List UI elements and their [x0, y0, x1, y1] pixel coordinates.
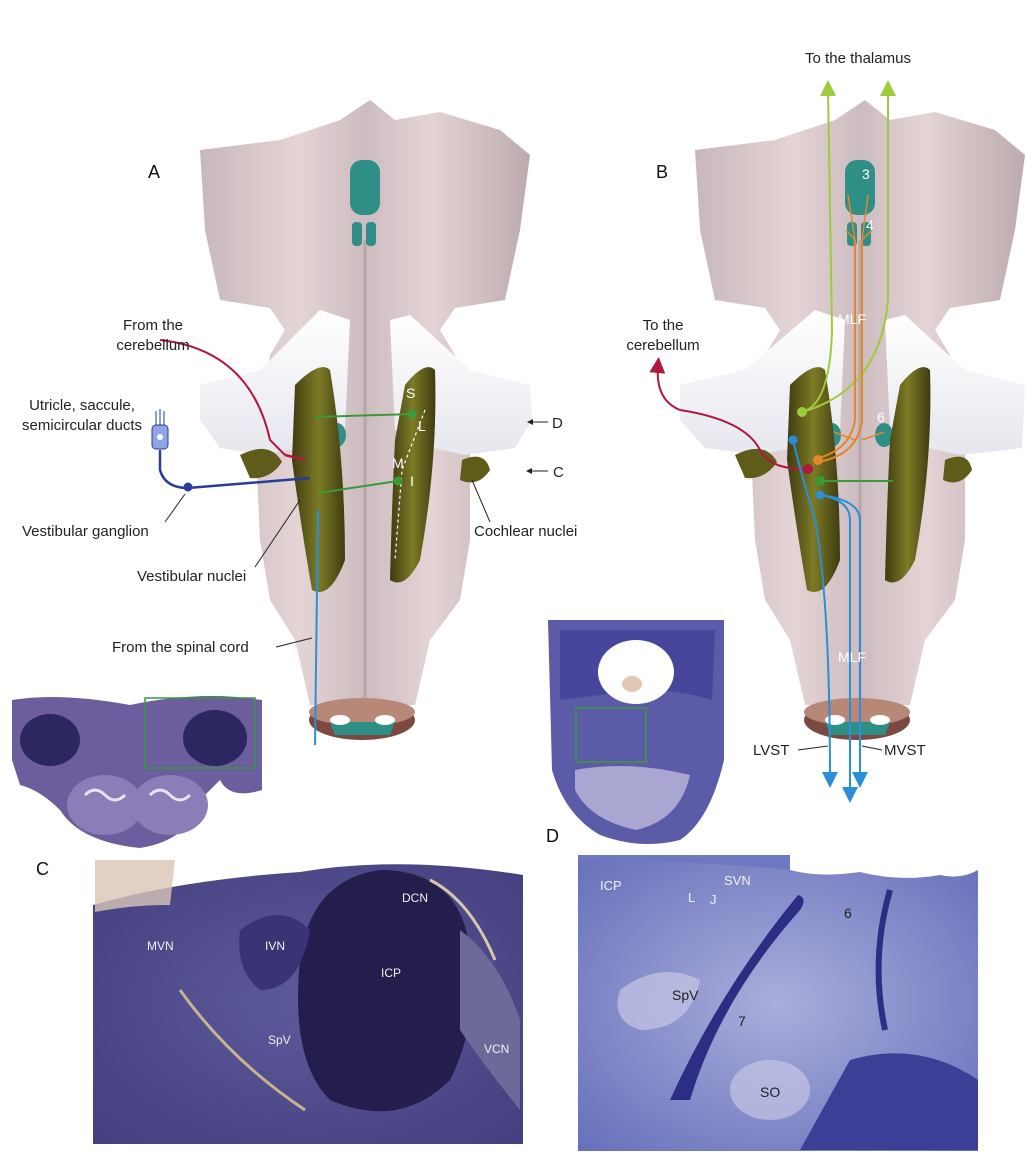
panel-a-brainstem-diagram: A From the cerebellum Utricle, saccule, …: [22, 100, 577, 746]
mlf-lower-label: MLF: [838, 649, 866, 665]
region-box-d: [575, 707, 647, 763]
region-box-c: [144, 697, 256, 769]
vestibular-nucleus-left-a: [292, 367, 345, 592]
section-thumbnail-d: [548, 620, 724, 844]
mvst-label: MVST: [884, 742, 926, 759]
to-cerebellum-label-2: cerebellum: [626, 337, 699, 354]
nucleus-i-label: I: [410, 473, 414, 489]
cn4-label: 4: [866, 217, 874, 233]
vestibular-nuclei-label: Vestibular nuclei: [137, 568, 246, 585]
from-cerebellum-label-2: cerebellum: [116, 337, 189, 354]
vestibular-ganglion-label: Vestibular ganglion: [22, 523, 149, 540]
cn3-label: 3: [862, 166, 870, 182]
cochlear-nucleus-right-a: [460, 456, 490, 483]
micrograph-c: DCN MVN IVN ICP SpV VCN C: [36, 858, 523, 1144]
vestibular-nucleus-right-b: [885, 367, 931, 583]
lvst-label: LVST: [753, 742, 789, 759]
cochlear-nucleus-left-a: [240, 448, 282, 479]
nucleus-s-label: S: [406, 385, 415, 401]
ivn-label: IVN: [265, 939, 285, 953]
panel-label-d: D: [546, 826, 559, 846]
hair-cell-receptor-icon: [151, 409, 169, 450]
panel-label-b: B: [656, 162, 668, 182]
n6-label: 6: [844, 905, 852, 921]
nucleus-l-label: L: [418, 418, 426, 434]
from-spinal-cord-label: From the spinal cord: [112, 639, 249, 656]
panel-label-a: A: [148, 162, 160, 182]
section-c-marker-label: C: [553, 464, 564, 481]
vestibular-nucleus-right-a: [390, 367, 436, 583]
so-label: SO: [760, 1084, 780, 1100]
receptors-label-1: Utricle, saccule,: [29, 397, 135, 414]
section-thumbnail-c: [8, 690, 266, 850]
micrograph-d: ICP L J SVN 6 SpV 7 SO D: [546, 826, 978, 1151]
spv-label-d: SpV: [672, 987, 699, 1003]
svn-label: SVN: [724, 873, 751, 888]
cn6-label: 6: [877, 409, 885, 425]
nucleus-m-label: M: [392, 455, 404, 471]
vestibular-nucleus-left-b: [787, 367, 840, 592]
from-cerebellum-label-1: From the: [123, 317, 183, 334]
mvn-label: MVN: [147, 939, 174, 953]
mlf-upper-label: MLF: [838, 311, 866, 327]
to-thalamus-label: To the thalamus: [805, 50, 911, 67]
icp-label-d: ICP: [600, 878, 622, 893]
icp-label-c: ICP: [381, 966, 401, 980]
panel-label-c: C: [36, 859, 49, 879]
panel-b-brainstem-diagram: B To the thalamus To the cerebellum MLF …: [626, 50, 1025, 803]
vcn-label: VCN: [484, 1042, 509, 1056]
n7-label: 7: [738, 1013, 746, 1029]
spv-label-c: SpV: [268, 1033, 291, 1047]
section-d-marker-label: D: [552, 415, 563, 432]
receptors-label-2: semicircular ducts: [22, 417, 142, 434]
dcn-label: DCN: [402, 891, 428, 905]
oculomotor-nucleus-icon: [350, 160, 380, 215]
to-cerebellum-label-1: To the: [643, 317, 684, 334]
l-label-d: L: [688, 890, 695, 905]
cochlear-nuclei-label: Cochlear nuclei: [474, 523, 577, 540]
j-label-d: J: [710, 892, 717, 907]
